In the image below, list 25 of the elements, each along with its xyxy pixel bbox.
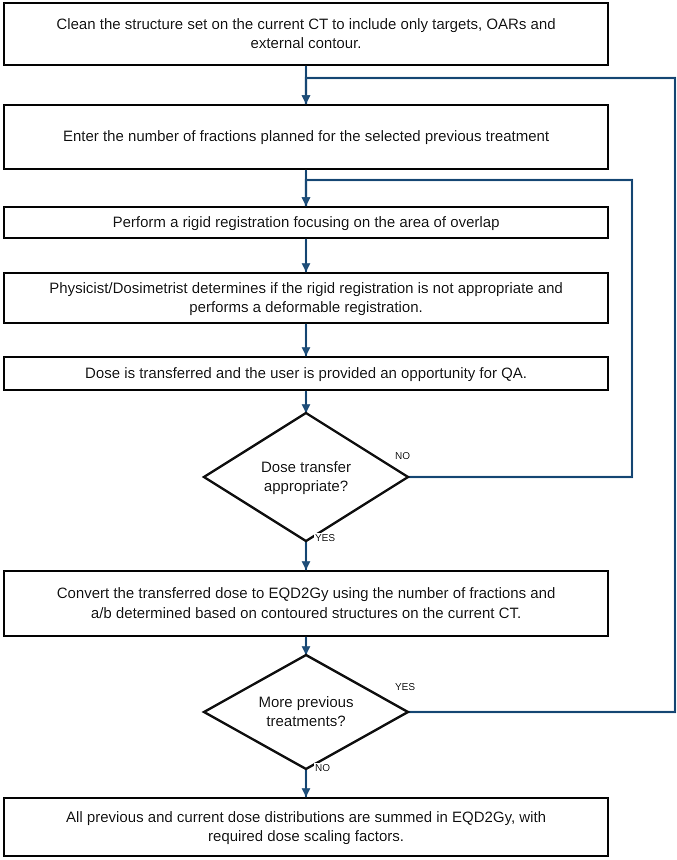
decision-diamond: [204, 413, 408, 541]
process-box: [3, 2, 609, 66]
step-text: Perform a rigid registration focusing on the area of overlap: [112, 212, 500, 232]
arrow: [302, 239, 310, 272]
step-text: All previous and current dose distributions are summed in EQD2Gy, with required dose scaling factors.: [65, 808, 547, 846]
arrow: [302, 541, 310, 570]
process-box: [3, 206, 609, 239]
arrow: [302, 324, 310, 356]
arrow: [302, 178, 634, 478]
process-box: [3, 797, 609, 857]
arrow: [302, 391, 310, 413]
decision-text: More previous treatments?: [257, 692, 355, 732]
step-text: Clean the structure set on the current CT to include only targets, OARs and external contour.: [55, 14, 557, 54]
process-box: [3, 104, 609, 170]
arrow: [302, 637, 310, 655]
decision-text: Dose transfer appropriate?: [260, 458, 352, 496]
step-text: Convert the transferred dose to EQD2Gy using the number of fractions and a/b determined based on contoured structures on the current CT.: [56, 584, 556, 623]
process-box: [3, 570, 609, 637]
step-text: Physicist/Dosimetrist determines if the rigid registration is not appropriate and performs a deformable registration.: [48, 278, 564, 318]
step-text: Enter the number of fractions planned for the selected previous treatment: [62, 127, 550, 147]
step-text: Dose is transferred and the user is provided an opportunity for QA.: [85, 364, 527, 384]
process-box: [3, 356, 609, 391]
arrow: [302, 769, 310, 797]
process-box: [3, 272, 609, 324]
arrow: [302, 76, 676, 714]
